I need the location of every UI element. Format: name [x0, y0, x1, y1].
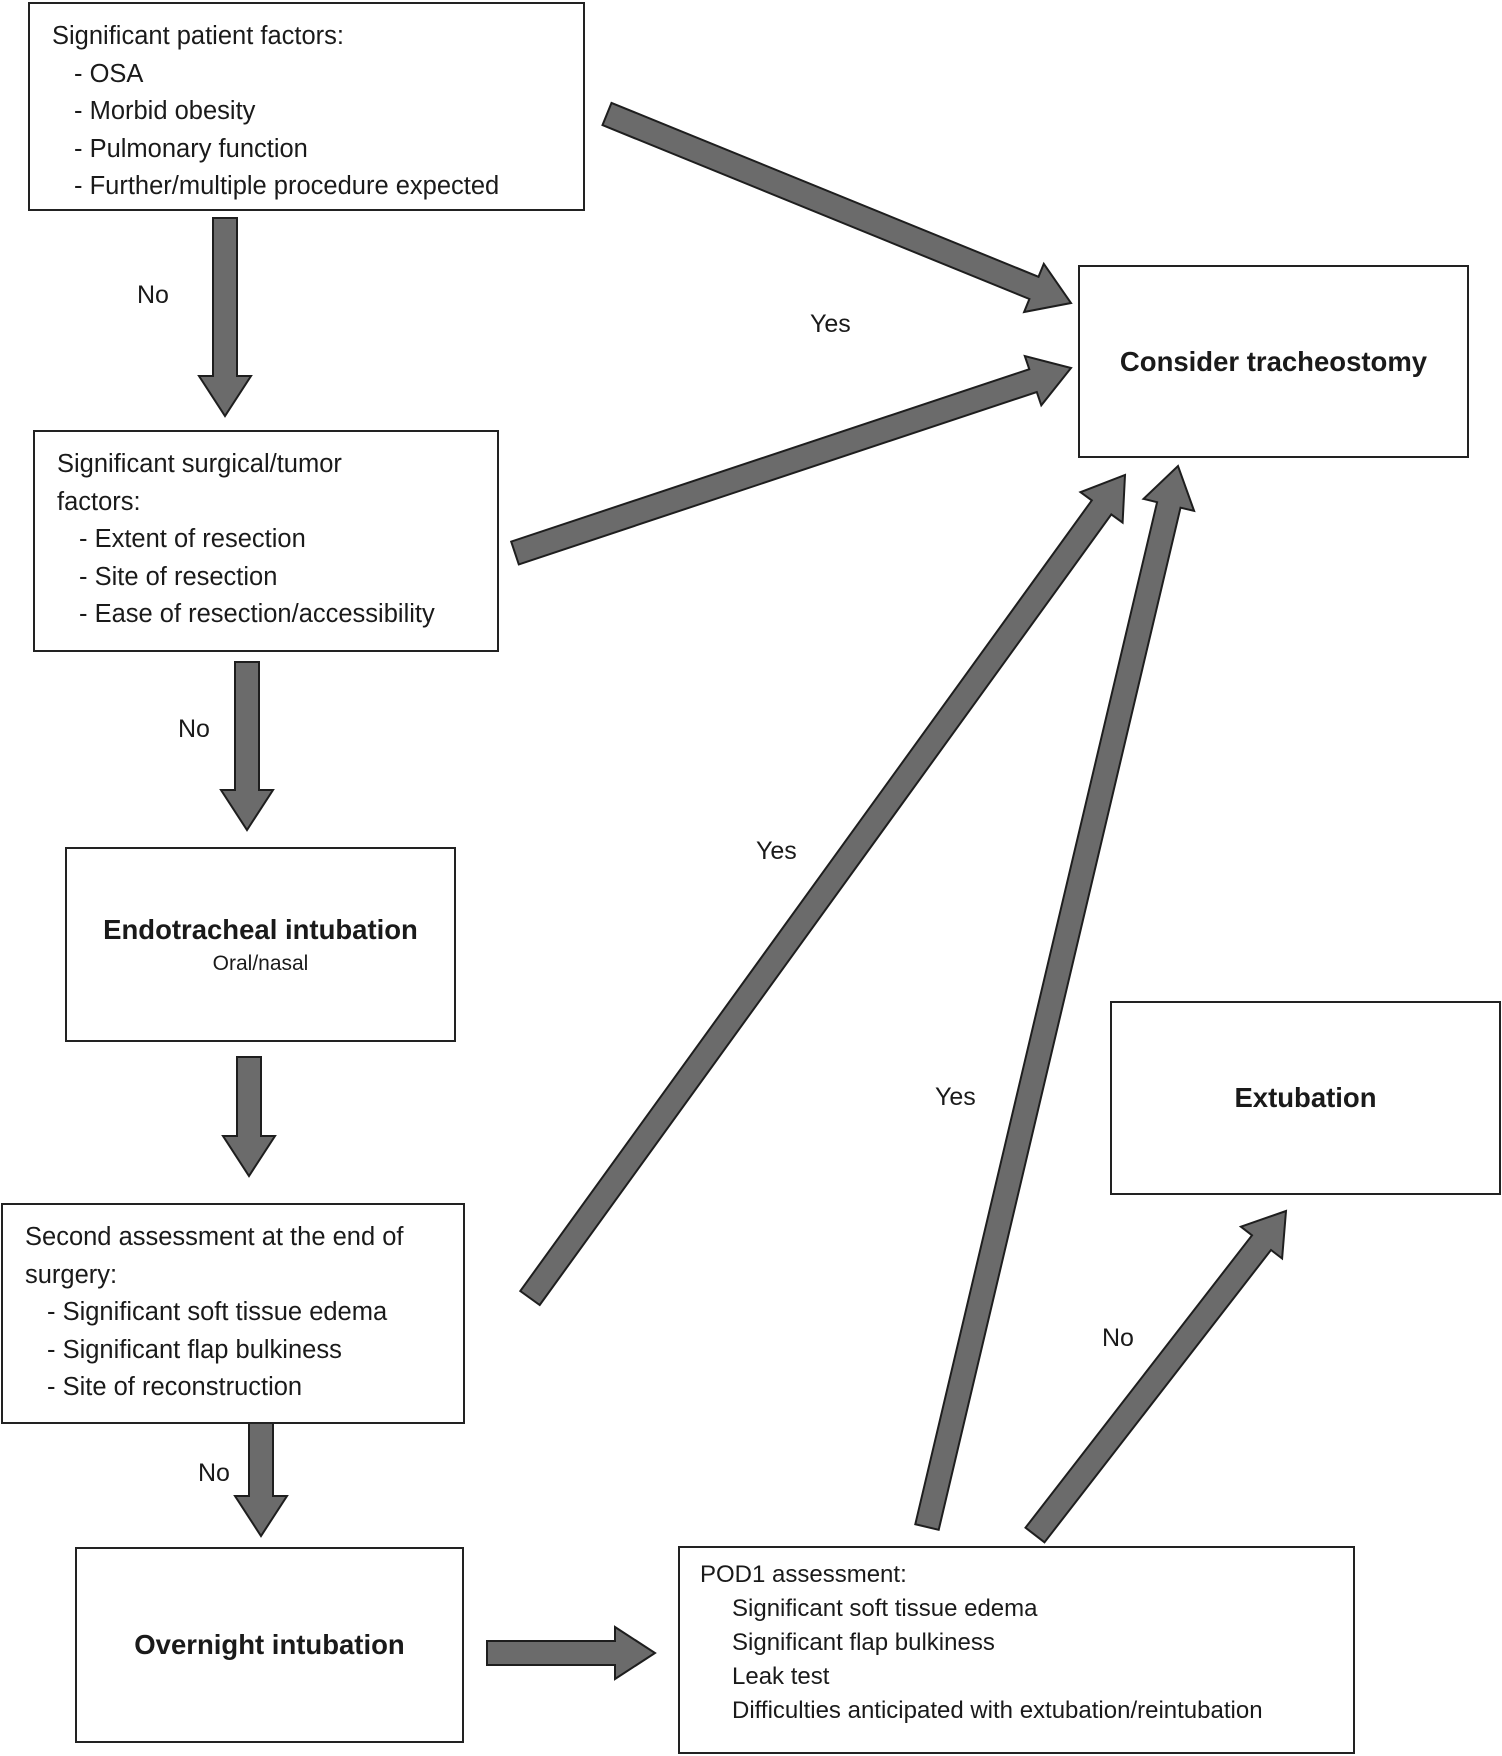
second-assessment-list: Significant soft tissue edema Significan…: [25, 1294, 441, 1407]
overnight-intubation-title: Overnight intubation: [134, 1629, 405, 1660]
arrow-second-to-overnight: [233, 1417, 289, 1538]
list-item: Significant flap bulkiness: [732, 1629, 995, 1656]
list-item: Significant soft tissue edema: [47, 1294, 441, 1332]
list-item: Site of resection: [79, 559, 475, 597]
surgical-factors-box: Significant surgical/tumor factors: Exte…: [33, 430, 499, 652]
extubation-box: Extubation: [1110, 1001, 1501, 1195]
arrow-surgical-to-trach: [509, 354, 1073, 566]
surgical-factors-list: Extent of resection Site of resection Ea…: [57, 521, 475, 634]
yes-label-second: Yes: [756, 837, 797, 865]
patient-factors-box: Significant patient factors: OSA Morbid …: [28, 2, 585, 211]
consider-tracheostomy-box: Consider tracheostomy: [1078, 265, 1469, 458]
patient-factors-heading: Significant patient factors:: [52, 22, 344, 50]
no-label-pod1: No: [1102, 1324, 1134, 1352]
list-item: Site of reconstruction: [47, 1369, 441, 1407]
arrow-surgical-to-endo: [219, 661, 275, 832]
second-assessment-heading: Second assessment at the end of surgery:: [25, 1223, 404, 1289]
arrow-patient-to-surgical: [197, 217, 253, 418]
list-item: Significant soft tissue edema: [732, 1595, 1038, 1622]
list-item: Further/multiple procedure expected: [74, 168, 561, 206]
arrow-second-to-trach: [518, 473, 1127, 1307]
surgical-factors-heading: Significant surgical/tumor factors:: [57, 450, 342, 516]
list-item: Extent of resection: [79, 521, 475, 559]
arrow-pod1-to-trach: [914, 464, 1196, 1532]
list-item: Leak test: [732, 1663, 830, 1690]
list-item: Morbid obesity: [74, 93, 561, 131]
list-item: Pulmonary function: [74, 131, 561, 169]
arrow-patient-to-trach: [601, 101, 1073, 314]
endotracheal-intubation-subtitle: Oral/nasal: [212, 951, 309, 975]
pod1-assessment-heading: POD1 assessment:: [700, 1561, 907, 1588]
overnight-intubation-box: Overnight intubation: [75, 1547, 464, 1743]
patient-factors-list: OSA Morbid obesity Pulmonary function Fu…: [52, 56, 561, 206]
pod1-assessment-list: Significant soft tissue edema Significan…: [700, 1592, 1333, 1728]
endotracheal-intubation-box: Endotracheal intubation Oral/nasal: [65, 847, 456, 1042]
list-item: Ease of resection/accessibility: [79, 596, 475, 634]
no-label-surgical: No: [178, 715, 210, 743]
endotracheal-intubation-title: Endotracheal intubation: [103, 913, 418, 945]
list-item: OSA: [74, 56, 561, 94]
arrow-endo-to-second: [221, 1056, 277, 1178]
no-label-second: No: [198, 1459, 230, 1487]
consider-tracheostomy-title: Consider tracheostomy: [1119, 345, 1428, 377]
no-label-patient: No: [137, 281, 169, 309]
list-item: Difficulties anticipated with extubation…: [732, 1697, 1263, 1724]
second-assessment-box: Second assessment at the end of surgery:…: [1, 1203, 465, 1424]
list-item: Significant flap bulkiness: [47, 1332, 441, 1370]
extubation-title: Extubation: [1234, 1082, 1377, 1113]
arrow-overnight-to-pod1: [486, 1625, 657, 1681]
yes-label-top: Yes: [810, 310, 851, 338]
pod1-assessment-box: POD1 assessment: Significant soft tissue…: [678, 1546, 1355, 1754]
arrow-pod1-to-extubation: [1024, 1209, 1288, 1544]
yes-label-pod1: Yes: [935, 1083, 976, 1111]
